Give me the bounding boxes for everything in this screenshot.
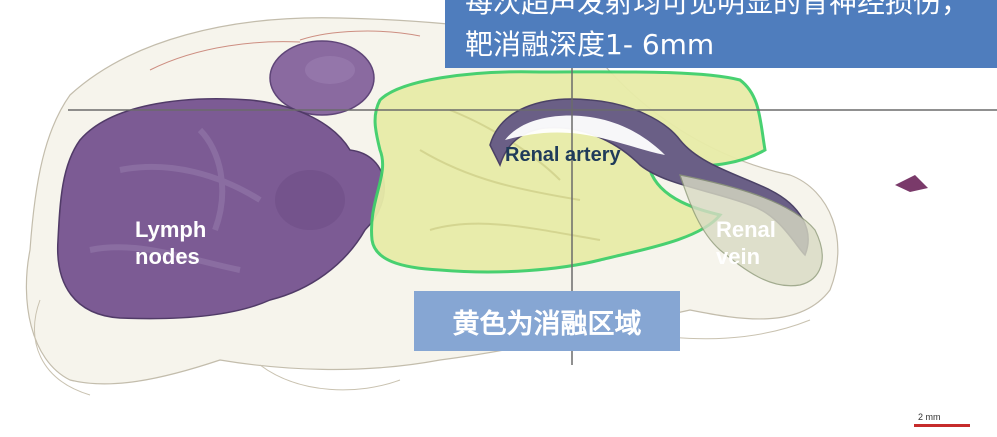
- lymph-nodes-line-2: nodes: [135, 244, 200, 269]
- capsule-edge: [149, 30, 421, 71]
- findings-callout: 每次超声发射均可见明显的背神经损伤， 靶消融深度1- 6mm: [445, 0, 997, 68]
- scale-bar: [914, 424, 970, 427]
- lymph-nodes-label: Lymph nodes: [135, 216, 206, 270]
- ablation-legend: 黄色为消融区域: [414, 291, 680, 351]
- renal-vein: [679, 174, 823, 287]
- callout-line-1: 每次超声发射均可见明显的背神经损伤，: [465, 0, 970, 19]
- scale-label: 2 mm: [918, 412, 941, 422]
- callout-line-2: 靶消融深度1- 6mm: [465, 28, 715, 61]
- renal-vein-line-2: vein: [716, 244, 761, 269]
- renal-artery-label: Renal artery: [505, 144, 621, 166]
- renal-vein-label: Renal vein: [716, 216, 776, 270]
- lymph-node-large: [56, 98, 386, 320]
- lymph-nodes-line-1: Lymph: [135, 217, 207, 242]
- renal-vein-line-1: Renal: [716, 217, 776, 242]
- tissue-fragment: [895, 175, 928, 192]
